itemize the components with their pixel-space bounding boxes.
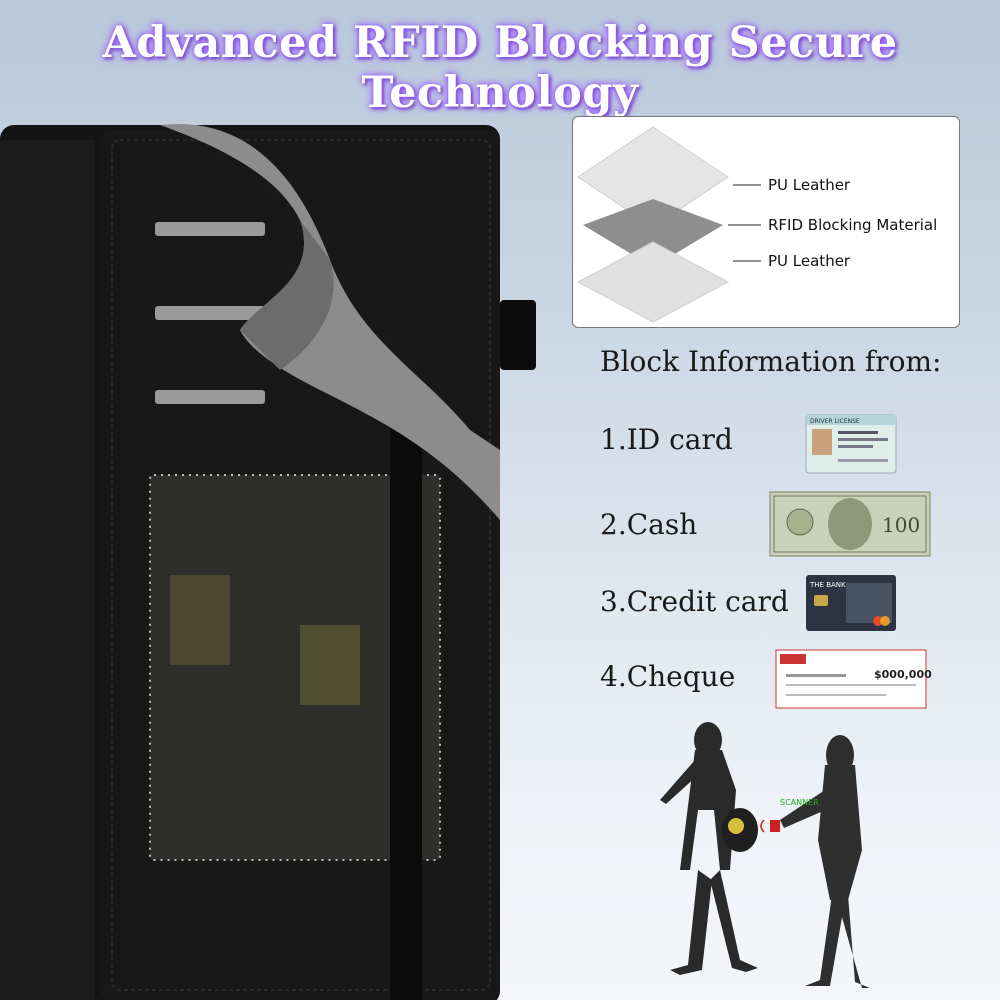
page-title: Advanced RFID Blocking Secure Technology: [102, 18, 898, 118]
cheque-amount: $000,000: [874, 668, 932, 681]
id-card-header: DRIVER LICENSE: [810, 418, 860, 425]
id-card-icon: DRIVER LICENSE: [805, 414, 897, 474]
layers-diagram: PU Leather RFID Blocking Material PU Lea…: [572, 116, 960, 328]
item-cheque: 4.Cheque: [600, 660, 736, 693]
layers-illustration: [576, 126, 761, 323]
block-heading: Block Information from:: [600, 345, 942, 378]
layer-middle-label: RFID Blocking Material: [768, 216, 938, 234]
item-cash: 2.Cash: [600, 508, 698, 541]
cash-value: 100: [882, 513, 920, 537]
wallet-illustration: [0, 123, 536, 1000]
credit-card-bank: THE BANK: [809, 581, 846, 589]
scanner-label: SCANNER: [780, 798, 819, 807]
item-id-card: 1.ID card: [600, 423, 733, 456]
thief-scene-illustration: SCANNER: [660, 722, 870, 988]
item-credit-card: 3.Credit card: [600, 585, 789, 618]
credit-card-icon: THE BANK: [806, 575, 896, 631]
layer-top-label: PU Leather: [768, 176, 851, 194]
cheque-icon: $000,000: [775, 649, 932, 709]
banknote-icon: 100: [769, 491, 931, 557]
layer-bottom-label: PU Leather: [768, 252, 851, 270]
